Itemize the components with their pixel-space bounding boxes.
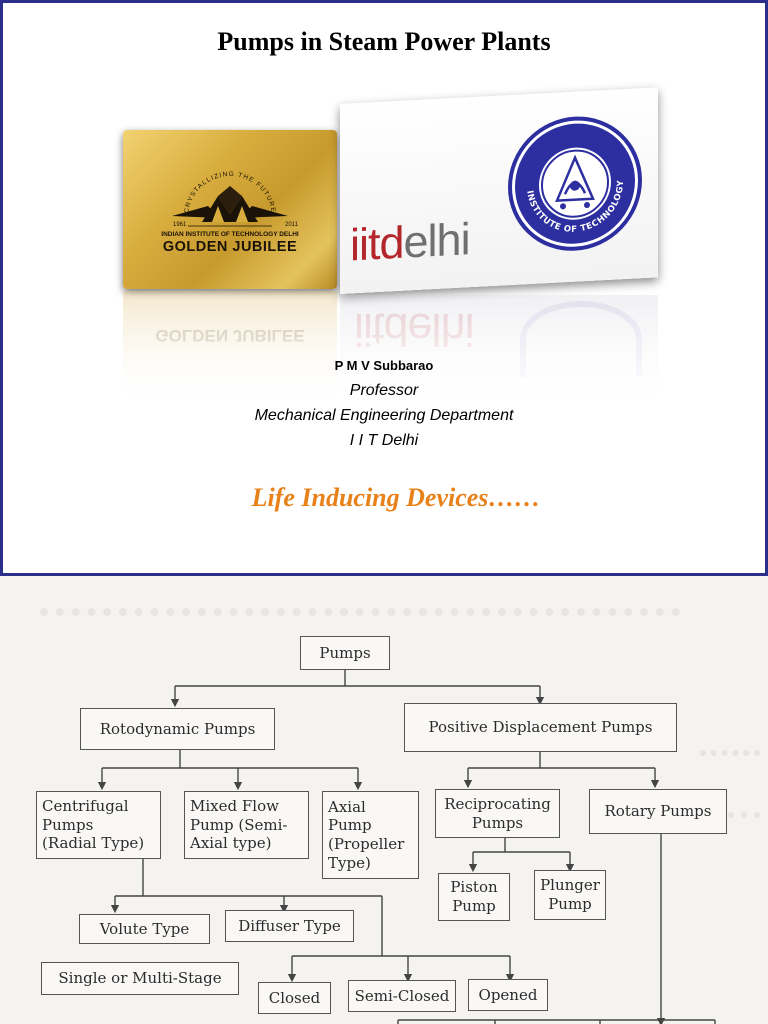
author-role: Professor: [349, 382, 419, 399]
reflection-fade: [113, 303, 673, 453]
scan-bleed: [40, 588, 680, 616]
tree-piston-pump: Piston Pump: [438, 873, 510, 921]
tree-mixed-flow-pump: Mixed Flow Pump (Semi- Axial type): [184, 791, 309, 859]
tree-single-or-multi-stage: Single or Multi-Stage: [41, 962, 239, 995]
tree-semi-closed: Semi-Closed: [348, 980, 456, 1012]
pump-classification-slide: Pumps Rotodynamic Pumps Positive Displac…: [0, 576, 768, 1024]
iitd-wordmark-grey: elhi: [403, 213, 470, 268]
tree-rotary-pumps: Rotary Pumps: [589, 789, 727, 834]
tagline: Life Inducing Devices……: [251, 483, 541, 512]
jubilee-year-end: 2011: [285, 222, 298, 228]
jubilee-year-start: 1961: [173, 222, 187, 228]
tree-closed: Closed: [258, 982, 331, 1014]
iitd-wordmark-red: iitd: [350, 216, 404, 271]
jubilee-institute: INDIAN INSTITUTE OF TECHNOLOGY DELHI: [161, 231, 299, 238]
tree-opened: Opened: [468, 979, 548, 1011]
tree-positive-displacement-pumps: Positive Displacement Pumps: [404, 703, 677, 752]
iitd-wordmark: iitdelhi: [350, 213, 470, 271]
tree-axial-pump: Axial Pump (Propeller Type): [322, 791, 419, 879]
title-slide: Pumps in Steam Power Plants CRYSTALLIZIN…: [0, 0, 768, 576]
scan-bleed: [702, 798, 760, 818]
jubilee-emblem-icon: CRYSTALLIZING THE FUTURE: [172, 171, 288, 227]
tree-root-pumps: Pumps: [300, 636, 390, 670]
jubilee-label: GOLDEN JUBILEE: [162, 239, 298, 255]
slide-title: Pumps in Steam Power Plants: [217, 27, 551, 56]
author-department: Mechanical Engineering Department: [254, 407, 514, 424]
scan-bleed: [700, 736, 760, 756]
tree-centrifugal-pumps: Centrifugal Pumps (Radial Type): [36, 791, 161, 859]
author-name: P M V Subbarao: [334, 358, 434, 373]
tree-reciprocating-pumps: Reciprocating Pumps: [435, 789, 560, 838]
tree-plunger-pump: Plunger Pump: [534, 870, 606, 920]
tree-volute-type: Volute Type: [79, 914, 210, 944]
iitd-logo: iitdelhi INDIAN INSTITUTE OF TECHNOLOGY …: [340, 87, 658, 295]
classification-connectors: [97, 670, 716, 1024]
tree-rotodynamic-pumps: Rotodynamic Pumps: [80, 708, 275, 750]
golden-jubilee-logo: CRYSTALLIZING THE FUTURE 1961 2011 INDIA…: [123, 130, 337, 289]
iitd-seal-icon: INDIAN INSTITUTE OF TECHNOLOGY DELHI: [505, 110, 642, 251]
author-institution: I I T Delhi: [349, 432, 419, 449]
tree-diffuser-type: Diffuser Type: [225, 910, 354, 942]
